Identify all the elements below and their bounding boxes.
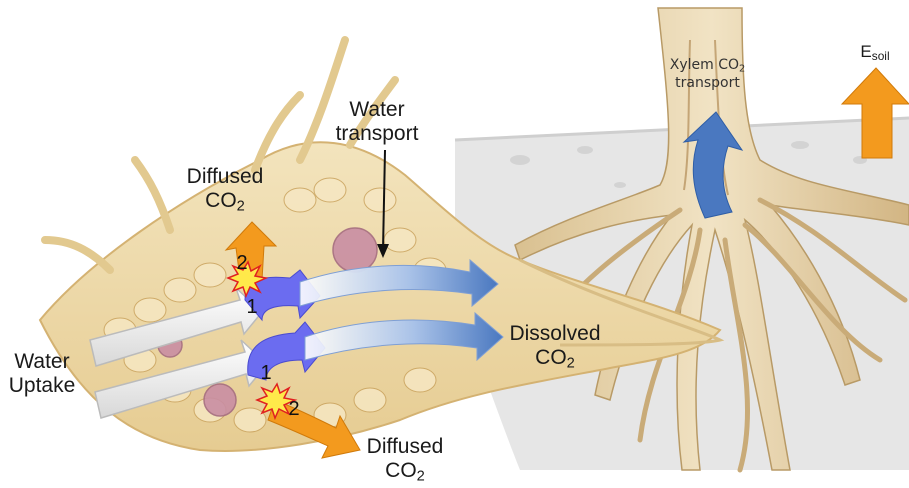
water-uptake-label: Water Uptake: [2, 350, 82, 398]
dissolved-co2-label: Dissolved CO2: [495, 322, 615, 373]
water-transport-label: Water transport: [322, 98, 432, 146]
step-one-top: 1: [244, 296, 260, 319]
step-one-bottom: 1: [258, 362, 274, 385]
step-two-bottom: 2: [286, 398, 302, 421]
step-two-top: 2: [234, 252, 250, 275]
xylem-co2-transport-label: Xylem CO2 transport: [645, 57, 770, 91]
diffused-co2-top-label: Diffused CO2: [170, 165, 280, 216]
diffused-co2-bottom-label: Diffused CO2: [350, 435, 460, 486]
esoil-label: Esoil: [845, 42, 905, 64]
